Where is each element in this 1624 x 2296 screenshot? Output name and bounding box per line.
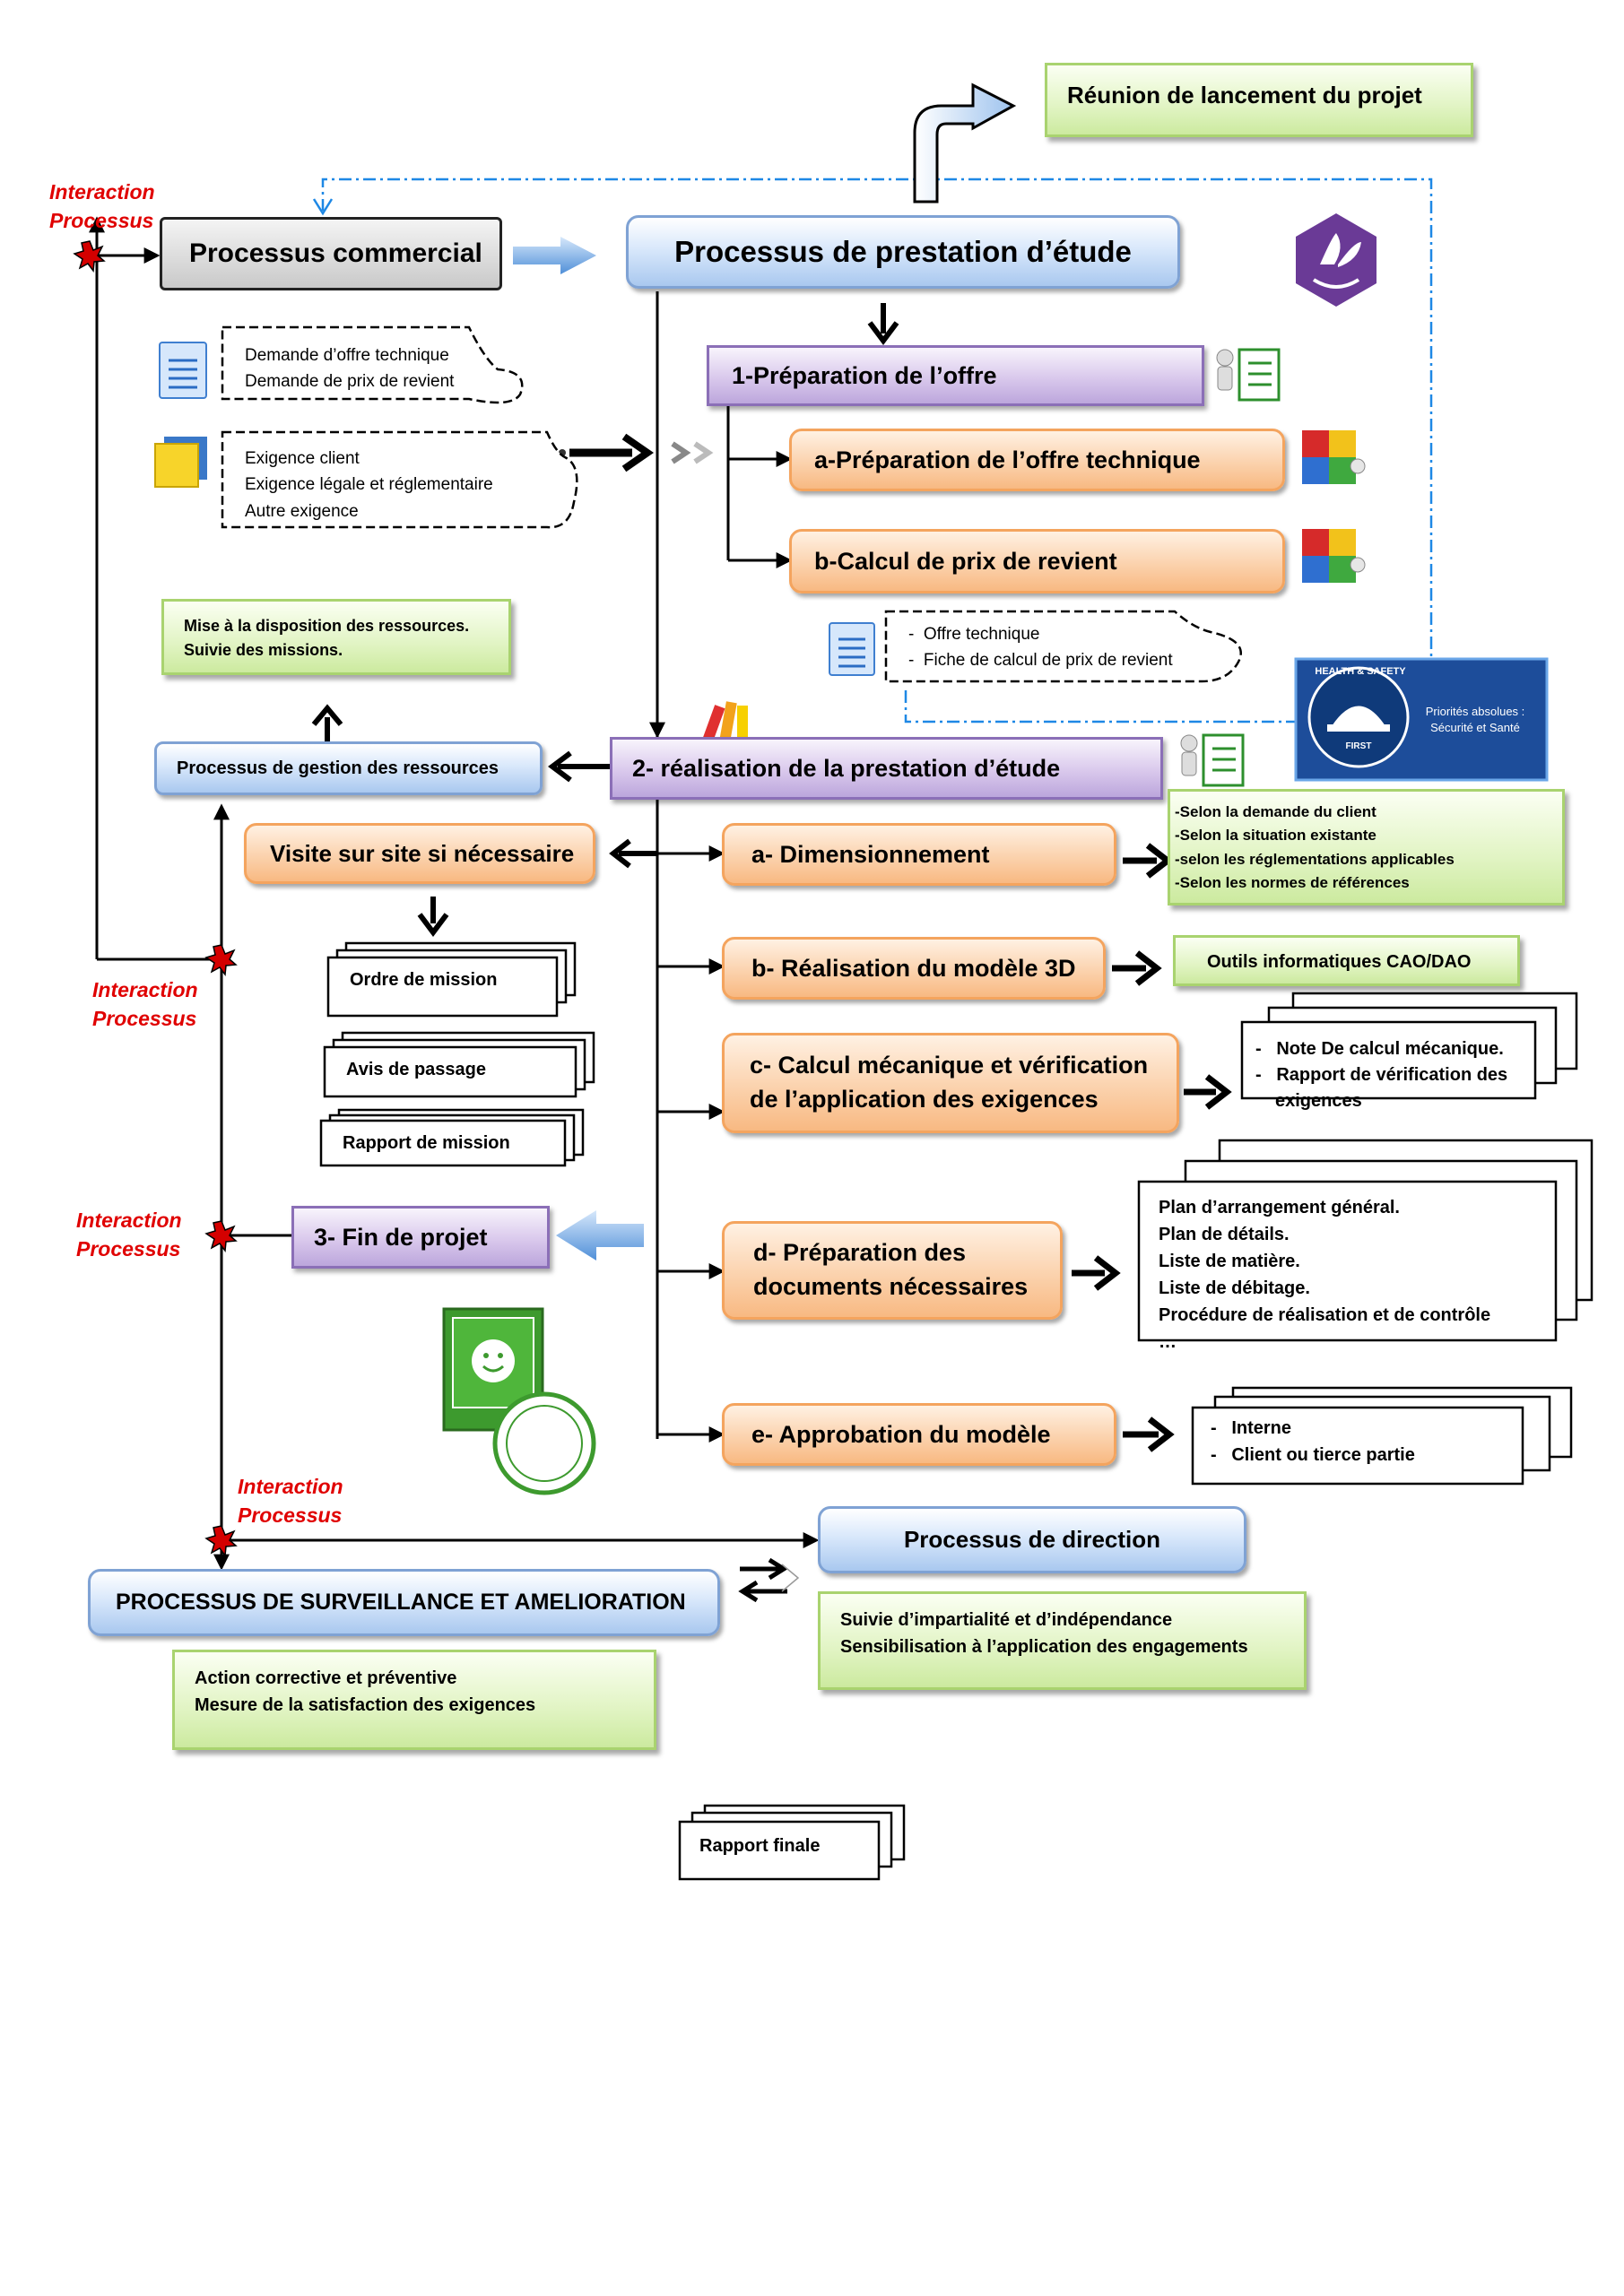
- health-safety-text: Priorités absolues :Sécurité et Santé: [1425, 705, 1525, 734]
- step2-label: 2- réalisation de la prestation d’étude: [632, 754, 1061, 782]
- step2b-note: Outils informatiques CAO/DAO: [1173, 935, 1520, 986]
- direction-process-label: Processus de direction: [903, 1526, 1161, 1553]
- environment-protection-seal: [1296, 213, 1376, 307]
- sticky-notes-icon: [154, 437, 207, 488]
- step2b-label: b- Réalisation du modèle 3D: [751, 954, 1076, 982]
- feedback-loop-dashed: [321, 178, 1433, 723]
- doc-rapport-mission: Rapport de mission: [343, 1133, 510, 1153]
- step2a-notes: -Selon la demande du client-Selon la sit…: [1168, 789, 1565, 905]
- step2d-label-line1: d- Préparation des: [753, 1239, 967, 1267]
- main-process-box[interactable]: Processus de prestation d’étude: [626, 215, 1180, 289]
- commercial-process-box[interactable]: Processus commercial: [160, 217, 502, 290]
- puzzle-person-icon: [1302, 529, 1366, 583]
- arrow-commercial-to-main: [513, 237, 596, 274]
- step1-box[interactable]: 1-Préparation de l’offre: [707, 345, 1204, 406]
- visite-box[interactable]: Visite sur site si nécessaire: [244, 823, 595, 884]
- doc-ordre-mission: Ordre de mission: [350, 970, 498, 990]
- step2c-label-line1: c- Calcul mécanique et vérification: [750, 1052, 1149, 1079]
- step1a-box[interactable]: a-Préparation de l’offre technique: [789, 429, 1285, 491]
- health-safety-first: FIRST: [1345, 741, 1372, 751]
- resources-note: Mise à la disposition des ressources.Sui…: [161, 599, 511, 675]
- step1b-box[interactable]: b-Calcul de prix de revient: [789, 529, 1285, 593]
- pencils-icon: [702, 701, 748, 742]
- callout-outputs-offre: [884, 610, 1242, 683]
- interaction-burst-icon: [204, 1525, 238, 1557]
- step1-label: 1-Préparation de l’offre: [732, 361, 997, 389]
- step3-box[interactable]: 3- Fin de projet: [291, 1206, 550, 1269]
- agir-stamp-icon: [442, 1307, 596, 1495]
- step2-box[interactable]: 2- réalisation de la prestation d’étude: [610, 737, 1163, 800]
- step1-outputs: - Offre technique - Fiche de calcul de p…: [908, 625, 1173, 671]
- step2d-outputs: Plan d’arrangement général.Plan de détai…: [1159, 1198, 1491, 1352]
- step1b-label: b-Calcul de prix de revient: [814, 547, 1117, 575]
- interaction-burst-icon: [204, 1220, 238, 1252]
- step2e-outputs: - Interne - Client ou tierce partie: [1211, 1418, 1415, 1465]
- arrow-to-fin-projet: [556, 1210, 644, 1261]
- surveillance-process-label: PROCESSUS DE SURVEILLANCE ET AMELIORATIO…: [116, 1590, 686, 1615]
- step2b-box[interactable]: b- Réalisation du modèle 3D: [722, 937, 1106, 1000]
- step2c-outputs: - Note De calcul mécanique. - Rapport de…: [1255, 1039, 1508, 1111]
- checklist-person-icon: [1180, 733, 1245, 787]
- final-report-doc: Rapport finale: [699, 1836, 821, 1856]
- checklist-person-icon: [1216, 348, 1281, 402]
- meeting-note: Réunion de lancement du projet: [1045, 63, 1473, 137]
- callout-exigences: [221, 430, 578, 529]
- step2a-box[interactable]: a- Dimensionnement: [722, 823, 1116, 886]
- puzzle-person-icon: [1302, 430, 1366, 484]
- interaction-burst-icon: [204, 944, 238, 976]
- health-safety-title: HEALTH & SAFETY: [1315, 666, 1406, 677]
- callout-demande: [221, 325, 524, 404]
- resources-process-box[interactable]: Processus de gestion des ressources: [154, 741, 543, 795]
- step2e-label: e- Approbation du modèle: [751, 1420, 1051, 1448]
- bent-arrow-to-meeting: [913, 82, 1017, 204]
- commercial-process-label: Processus commercial: [189, 238, 482, 268]
- step2d-box[interactable]: d- Préparation des documents nécessaires: [722, 1221, 1063, 1320]
- document-icon: [829, 622, 875, 676]
- step1a-label: a-Préparation de l’offre technique: [814, 446, 1201, 473]
- direction-process-box[interactable]: Processus de direction: [818, 1506, 1246, 1573]
- main-process-label: Processus de prestation d’étude: [674, 235, 1132, 268]
- meeting-label: Réunion de lancement du projet: [1067, 82, 1422, 108]
- resources-process-label: Processus de gestion des ressources: [177, 758, 499, 778]
- visite-label: Visite sur site si nécessaire: [270, 839, 575, 867]
- step2a-label: a- Dimensionnement: [751, 840, 990, 868]
- surveillance-process-box[interactable]: PROCESSUS DE SURVEILLANCE ET AMELIORATIO…: [88, 1569, 720, 1636]
- doc-avis-passage: Avis de passage: [346, 1060, 487, 1079]
- step2d-label-line2: documents nécessaires: [753, 1273, 1029, 1300]
- step2e-box[interactable]: e- Approbation du modèle: [722, 1403, 1116, 1466]
- interaction-burst-icon: [73, 240, 106, 273]
- step2c-box[interactable]: c- Calcul mécanique et vérification de l…: [722, 1033, 1179, 1133]
- step2c-label-line2: de l’application des exigences: [750, 1086, 1099, 1113]
- step3-label: 3- Fin de projet: [314, 1223, 488, 1251]
- document-icon: [159, 342, 207, 399]
